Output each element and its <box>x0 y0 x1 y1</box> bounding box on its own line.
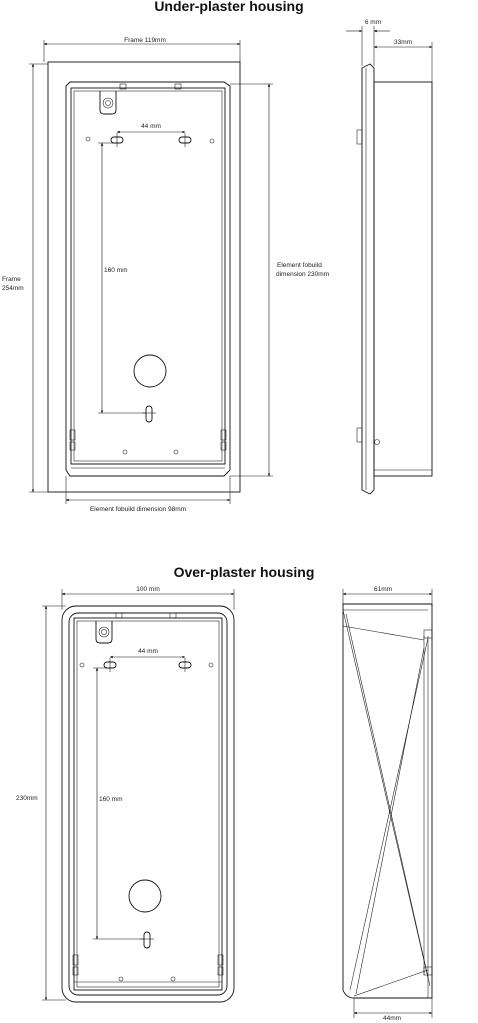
over-side-bottom-label: 44mm <box>383 1015 401 1022</box>
element-width-label: Element fobuild dimension 98mm <box>90 506 186 513</box>
over-hole-spacing-label: 44 mm <box>138 648 158 655</box>
over-side-depth-label: 61mm <box>374 586 392 593</box>
frame-width-label: Frame 119mm <box>124 37 166 44</box>
under-hole-spacing-label: 44 mm <box>141 123 161 130</box>
element-height-label-2: dimension 230mm <box>276 271 329 278</box>
over-width-dimension: 100 mm <box>61 586 235 610</box>
over-plaster-side-view: 61mm 44mm <box>342 586 433 1022</box>
side-6mm-label: 6 mm <box>365 19 381 26</box>
frame-width-dimension: Frame 119mm <box>43 37 241 62</box>
frame-height-label-2: 254mm <box>2 285 24 292</box>
frame-height-label-1: Frame <box>2 276 21 283</box>
element-width-dimension: Element fobuild dimension 98mm <box>65 476 231 513</box>
under-hole-spacing-dimension: 44 mm <box>116 123 186 134</box>
under-plaster-title: Under-plaster housing <box>154 0 303 14</box>
under-vertical-spacing-dimension: 160 mm <box>98 142 146 414</box>
under-plaster-front-view <box>47 61 241 493</box>
over-height-label: 230mm <box>16 795 38 802</box>
under-vertical-spacing-label: 160 mm <box>104 267 127 274</box>
over-plaster-front-view <box>61 605 235 1003</box>
over-vertical-spacing-label: 160 mm <box>99 796 122 803</box>
over-height-dimension: 230mm <box>16 605 66 1001</box>
over-plaster-title: Over-plaster housing <box>174 564 315 580</box>
over-width-label: 100 mm <box>136 586 159 593</box>
frame-height-dimension: Frame 254mm <box>2 63 48 493</box>
over-hole-spacing-dimension: 44 mm <box>109 648 186 659</box>
element-height-label-1: Element fobuild <box>277 262 322 269</box>
over-vertical-spacing-dimension: 160 mm <box>93 667 144 940</box>
under-plaster-side-view: 6 mm 33mm <box>346 19 433 495</box>
side-33mm-label: 33mm <box>394 39 412 46</box>
element-height-dimension: Element fobuild dimension 230mm <box>230 83 329 477</box>
